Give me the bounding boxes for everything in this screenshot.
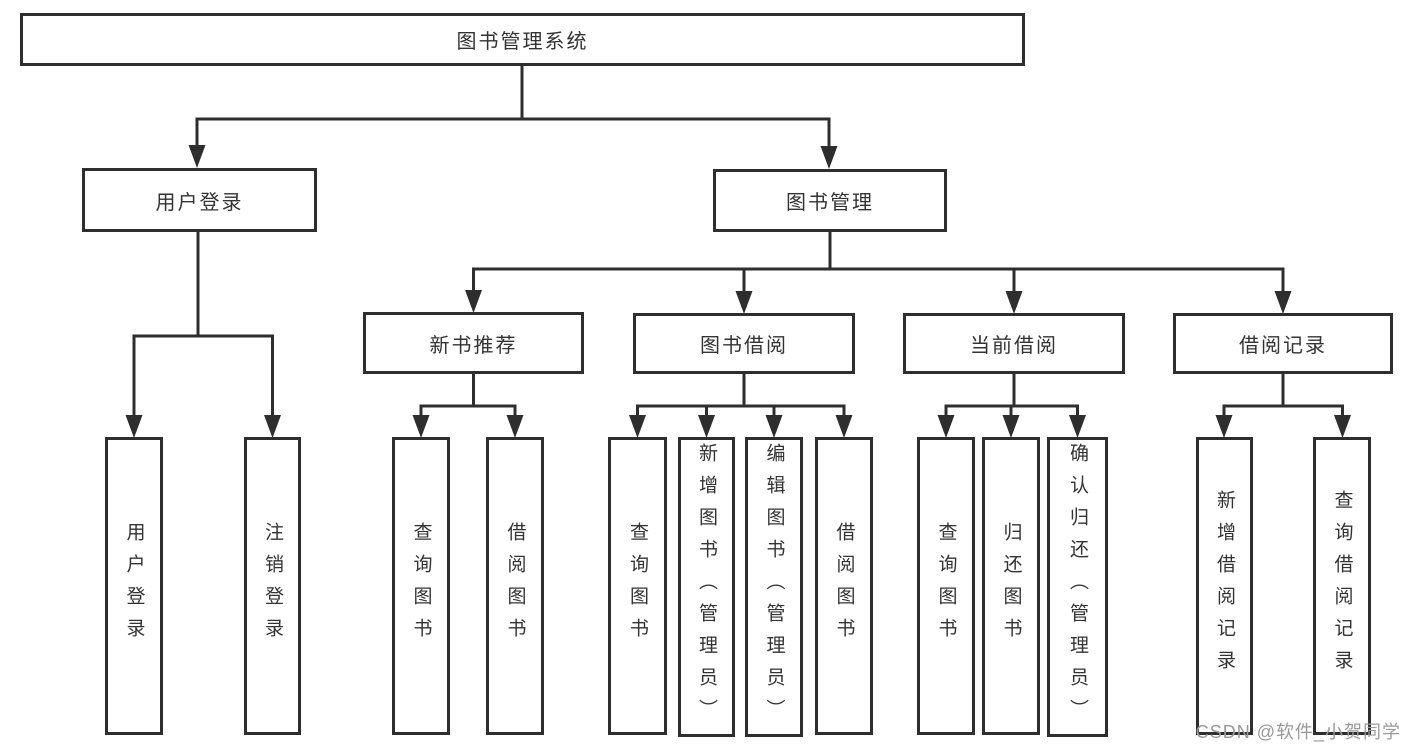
node-user-login: 用户登录: [82, 168, 317, 232]
leaf-cb-return-books-label: 归还图书: [1000, 522, 1022, 650]
node-book-borrow: 图书借阅: [633, 313, 855, 374]
leaf-nbr-borrow-books: 借阅图书: [486, 437, 544, 735]
leaf-logout-label: 注销登录: [262, 522, 283, 650]
leaf-cb-confirm-return-admin: 确认归还（管理员）: [1047, 437, 1108, 737]
watermark: CSDN @软件_小贺同学: [1195, 722, 1401, 742]
leaf-cb-query-books-label: 查询图书: [935, 522, 957, 650]
leaf-bb-borrow-books: 借阅图书: [815, 437, 873, 735]
leaf-bb-edit-books-admin: 编辑图书（管理员）: [745, 437, 803, 737]
leaf-cb-return-books: 归还图书: [982, 437, 1040, 735]
leaf-br-add-borrow-record: 新增借阅记录: [1196, 437, 1253, 735]
leaf-br-add-borrow-record-label: 新增借阅记录: [1214, 490, 1235, 682]
leaf-bb-edit-books-admin-label: 编辑图书（管理员）: [763, 443, 785, 731]
node-book-management-label: 图书管理: [786, 192, 874, 214]
node-current-borrow-label: 当前借阅: [970, 335, 1058, 357]
node-borrow-record: 借阅记录: [1173, 313, 1393, 374]
leaf-logout: 注销登录: [244, 437, 301, 735]
leaf-user-login: 用户登录: [105, 437, 163, 735]
node-book-borrow-label: 图书借阅: [700, 335, 788, 357]
leaf-bb-borrow-books-label: 借阅图书: [833, 522, 855, 650]
leaf-br-query-borrow-record: 查询借阅记录: [1313, 437, 1371, 735]
leaf-br-query-borrow-record-label: 查询借阅记录: [1331, 490, 1353, 682]
leaf-bb-query-books: 查询图书: [608, 437, 667, 735]
leaf-bb-add-books-admin: 新增图书（管理员）: [678, 437, 735, 737]
node-new-book-recommend: 新书推荐: [363, 312, 584, 374]
node-borrow-record-label: 借阅记录: [1239, 335, 1327, 357]
leaf-user-login-label: 用户登录: [123, 522, 145, 650]
leaf-bb-query-books-label: 查询图书: [627, 522, 648, 650]
leaf-cb-query-books: 查询图书: [917, 437, 975, 735]
leaf-nbr-query-books: 查询图书: [392, 437, 450, 735]
node-current-borrow: 当前借阅: [903, 313, 1125, 374]
leaf-cb-confirm-return-admin-label: 确认归还（管理员）: [1067, 443, 1088, 731]
node-new-book-recommend-label: 新书推荐: [429, 334, 518, 357]
node-root-label: 图书管理系统: [456, 31, 589, 53]
leaf-nbr-query-books-label: 查询图书: [410, 522, 432, 650]
node-book-management: 图书管理: [713, 169, 947, 232]
leaf-bb-add-books-admin-label: 新增图书（管理员）: [696, 443, 717, 731]
node-root: 图书管理系统: [20, 13, 1025, 66]
leaf-nbr-borrow-books-label: 借阅图书: [504, 522, 526, 650]
node-user-login-label: 用户登录: [155, 191, 244, 214]
